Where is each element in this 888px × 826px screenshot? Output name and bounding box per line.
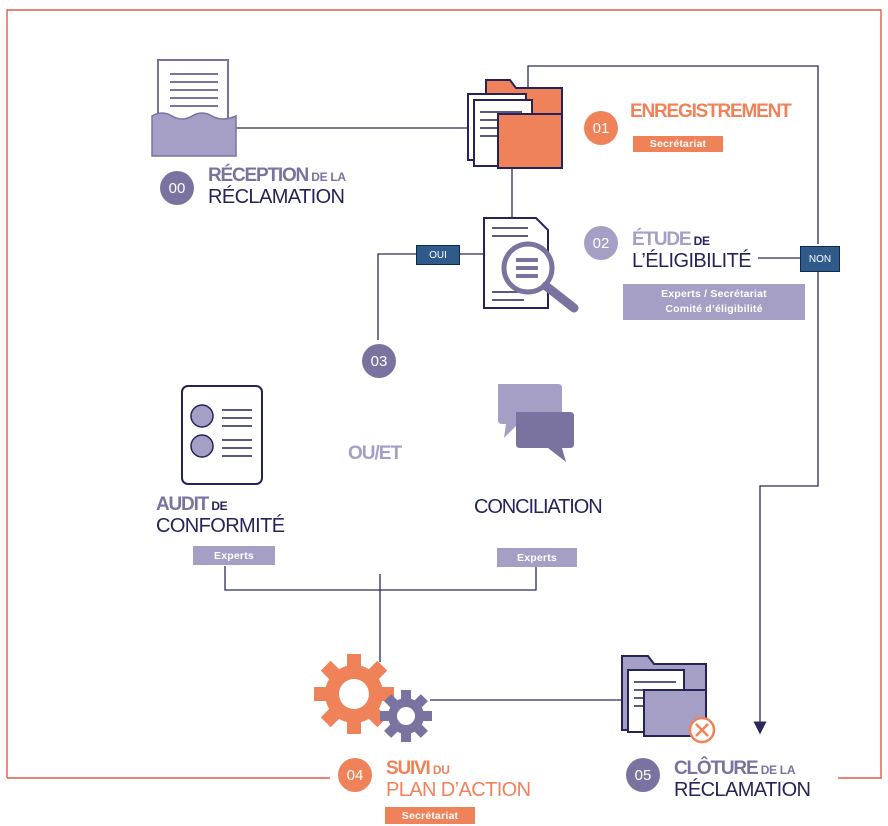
step-04-badge: 04 — [333, 758, 372, 792]
conciliation-title: CONCILIATION — [474, 496, 603, 518]
line-non-path — [527, 65, 819, 244]
step-02-badge: 02 — [579, 226, 618, 260]
audit-title: AUDIT DE CONFORMITÉ — [156, 494, 285, 538]
step-02-title: ÉTUDE DE L’ÉLIGIBILITÉ — [632, 229, 752, 273]
step-00-badge: 00 — [155, 171, 194, 205]
step-04-tag: Secrétariat — [385, 807, 475, 824]
step-01-tag: Secrétariat — [633, 136, 723, 152]
checklist-icon — [181, 385, 263, 485]
step-00-title: RÉCEPTION DE LA RÉCLAMATION — [208, 165, 346, 209]
step-05-title: CLÔTURE DE LA RÉCLAMATION — [674, 758, 811, 802]
decision-yes: OUI — [416, 245, 460, 265]
step-01-badge: 01 — [579, 111, 618, 145]
step-02-tag: Experts / Secrétariat Comité d’éligibili… — [623, 284, 805, 320]
step-03-badge: 03 — [357, 344, 396, 378]
chat-bubbles-icon — [498, 384, 574, 462]
audit-tag: Experts — [193, 546, 275, 565]
document-tray-icon — [151, 59, 237, 157]
folder-icon — [467, 79, 563, 169]
magnifier-document-icon — [483, 217, 579, 313]
gears-icon — [314, 654, 432, 742]
step-04-title: SUIVI DU PLAN D’ACTION — [386, 758, 531, 802]
branch-connector-label: OU/ET — [348, 443, 402, 464]
step-05-badge: 05 — [621, 758, 660, 792]
line-non-to-05 — [753, 272, 819, 735]
step-01-title: ENREGISTREMENT — [630, 101, 792, 122]
decision-no: NON — [800, 246, 840, 272]
conciliation-tag: Experts — [497, 548, 577, 567]
frame-line — [6, 9, 882, 779]
line-oui-path — [377, 253, 485, 340]
folder-close-icon — [621, 655, 716, 744]
